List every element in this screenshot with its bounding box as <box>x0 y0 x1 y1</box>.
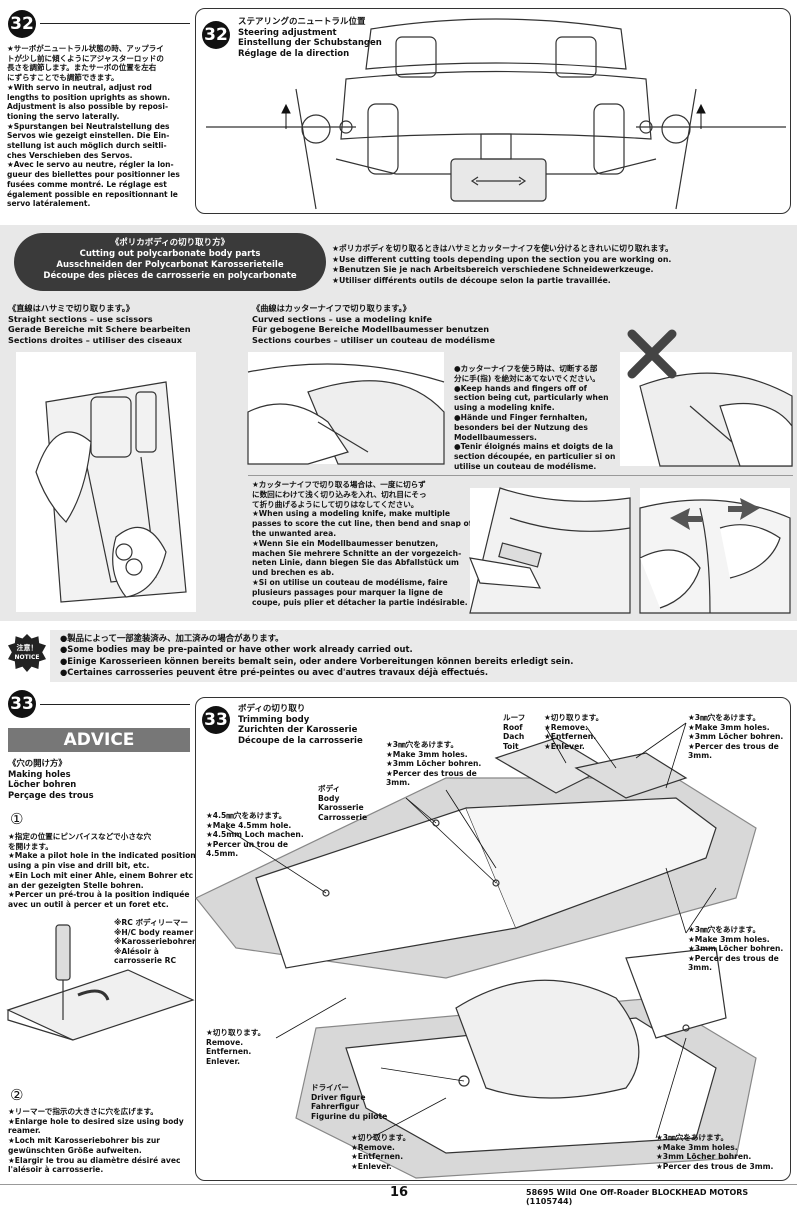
notice-text: ●製品によって一部塗装済み、加工済みの場合があります。●Some bodies … <box>60 633 574 678</box>
step33-number: 33 <box>8 690 36 718</box>
step1-number: ① <box>10 810 24 828</box>
step32-number: 32 <box>8 10 36 38</box>
page-number: 16 <box>390 1185 409 1200</box>
polycarb-title: 《ポリカボディの切り取り方》Cutting out polycarbonate … <box>43 238 297 281</box>
step32-top-rule <box>40 23 190 24</box>
polycarb-title-pill <box>14 233 326 291</box>
score-illustration <box>469 487 631 614</box>
step1-instructions: ★指定の位置にピンバイスなどで小さな穴を開けます。★Make a pilot h… <box>8 832 196 909</box>
straight-sections-label: 《直線はハサミで切り取ります。》Straight sections – use … <box>8 303 191 345</box>
knife-illustration-wrong <box>620 329 793 467</box>
hole-3-label-top: ★3㎜穴をあけます。★Make 3mm holes.★3mm Löcher bo… <box>386 740 482 788</box>
advice-header: ADVICE <box>8 728 190 752</box>
curved-sections-label: 《曲線はカッターナイフで切り取ります。》Curved sections – us… <box>252 303 495 345</box>
step2-number: ② <box>10 1086 24 1104</box>
product-name: 58695 Wild One Off-Roader BLOCKHEAD MOTO… <box>526 1188 749 1206</box>
hole-3-label-mid: ★3㎜穴をあけます。★Make 3mm holes.★3mm Löcher bo… <box>688 925 784 973</box>
step32-panel-number: 32 <box>202 21 230 49</box>
knife-safety-text: ●カッターナイフを使う時は、切断する部分に手(指) を絶対にあてないでください。… <box>454 364 616 471</box>
knife-illustration-1 <box>247 352 445 465</box>
notice-badge: 注意！NOTICE <box>8 634 46 672</box>
multiple-passes-text: ★カッターナイフで切り取る場合は、一度に切らずに数回にわけて浅く切り込みを入れ、… <box>252 480 475 607</box>
notice-band <box>50 630 797 682</box>
remove-label-top: ★切り取ります。★Remove. ★Entfernen.★Enlever. <box>544 713 604 751</box>
step2-instructions: ★リーマーで指示の大きさに穴を広げます。★Enlarge hole to des… <box>8 1107 184 1175</box>
scissors-illustration <box>16 352 196 612</box>
hole-45-label: ★4.5㎜穴をあけます。★Make 4.5mm hole.★4.5mm Loch… <box>206 811 304 859</box>
step33-panel-number: 33 <box>202 706 230 734</box>
reamer-label: ※RC ボディリーマー※H/C body reamer※Karosseriebo… <box>114 918 196 966</box>
remove-label-left: ★切り取ります。Remove. Entfernen.Enlever. <box>206 1028 266 1066</box>
remove-label-bottom: ★切り取ります。★Remove. ★Entfernen.★Enlever. <box>351 1133 411 1171</box>
footer-rule <box>0 1184 797 1185</box>
hole-3-label-right: ★3㎜穴をあけます。★Make 3mm holes.★3mm Löcher bo… <box>688 713 784 761</box>
snap-illustration <box>639 488 791 614</box>
polycarb-info: ★ポリカボディを切り取るときはハサミとカッターナイフを使い分けるときれいに切り取… <box>332 244 673 285</box>
step32-instructions: ★サーボがニュートラル状態の時、アップライトが少し前に傾くようにアジャスターロッ… <box>7 44 180 209</box>
hole-3-label-bottom: ★3㎜穴をあけます。★Make 3mm holes. ★3mm Löcher b… <box>656 1133 774 1171</box>
reamer-illustration <box>6 924 195 1041</box>
polycarb-divider <box>248 475 793 476</box>
step33-top-rule <box>40 704 190 705</box>
steering-illustration <box>206 18 786 210</box>
body-trimming-illustration <box>195 722 757 1179</box>
